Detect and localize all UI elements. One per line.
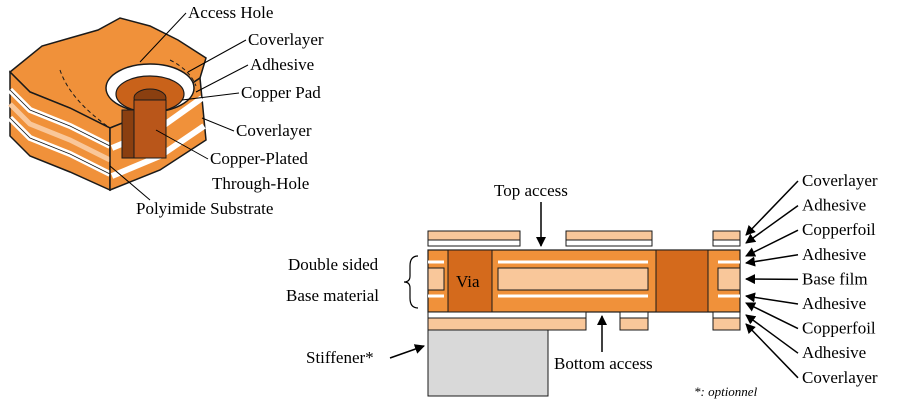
layer-arrow-5 <box>745 292 799 305</box>
layer-list: CoverlayerAdhesiveCopperfoilAdhesiveBase… <box>745 171 878 387</box>
via-left <box>447 249 493 313</box>
via-right <box>655 249 709 313</box>
label-copper-plated: Copper-Plated <box>210 149 308 168</box>
layer-arrow-6 <box>745 302 799 330</box>
layer-arrow-8 <box>745 323 799 379</box>
layer-label-1: Adhesive <box>802 196 866 215</box>
layer-label-3: Adhesive <box>802 245 866 264</box>
layer-arrow-0 <box>745 180 799 236</box>
layer-arrow-3 <box>745 254 799 267</box>
label-bottom-access: Bottom access <box>554 354 653 373</box>
label-adhesive: Adhesive <box>250 55 314 74</box>
left-labels: Access Hole Coverlayer Adhesive Copper P… <box>109 3 324 218</box>
layer-arrow-1 <box>745 204 799 244</box>
layer-label-6: Copperfoil <box>802 319 876 338</box>
layer-label-0: Coverlayer <box>802 171 878 190</box>
cutaway-illustration <box>7 17 207 192</box>
layer-arrow-2 <box>745 229 799 257</box>
layer-label-7: Adhesive <box>802 343 866 362</box>
layer-label-4: Base film <box>802 269 868 288</box>
label-coverlayer-top: Coverlayer <box>248 30 324 49</box>
layer-label-8: Coverlayer <box>802 368 878 387</box>
right-labels: Top access Bottom access Double sided Ba… <box>286 181 758 399</box>
layer-label-2: Copperfoil <box>802 220 876 239</box>
label-top-access: Top access <box>494 181 568 200</box>
layer-label-5: Adhesive <box>802 294 866 313</box>
label-base-material: Base material <box>286 286 379 305</box>
label-polyimide: Polyimide Substrate <box>136 199 273 218</box>
stiffener-block <box>427 329 549 397</box>
label-optional-note: *: optionnel <box>694 384 758 399</box>
label-access-hole: Access Hole <box>188 3 273 22</box>
cross-section: Via <box>427 230 741 397</box>
label-copper-pad: Copper Pad <box>241 83 321 102</box>
label-via: Via <box>456 272 480 291</box>
label-coverlayer-bottom: Coverlayer <box>236 121 312 140</box>
label-stiffener: Stiffener* <box>306 348 374 367</box>
label-double-sided: Double sided <box>288 255 379 274</box>
label-through-hole: Through-Hole <box>212 174 309 193</box>
layer-arrow-7 <box>745 314 799 354</box>
